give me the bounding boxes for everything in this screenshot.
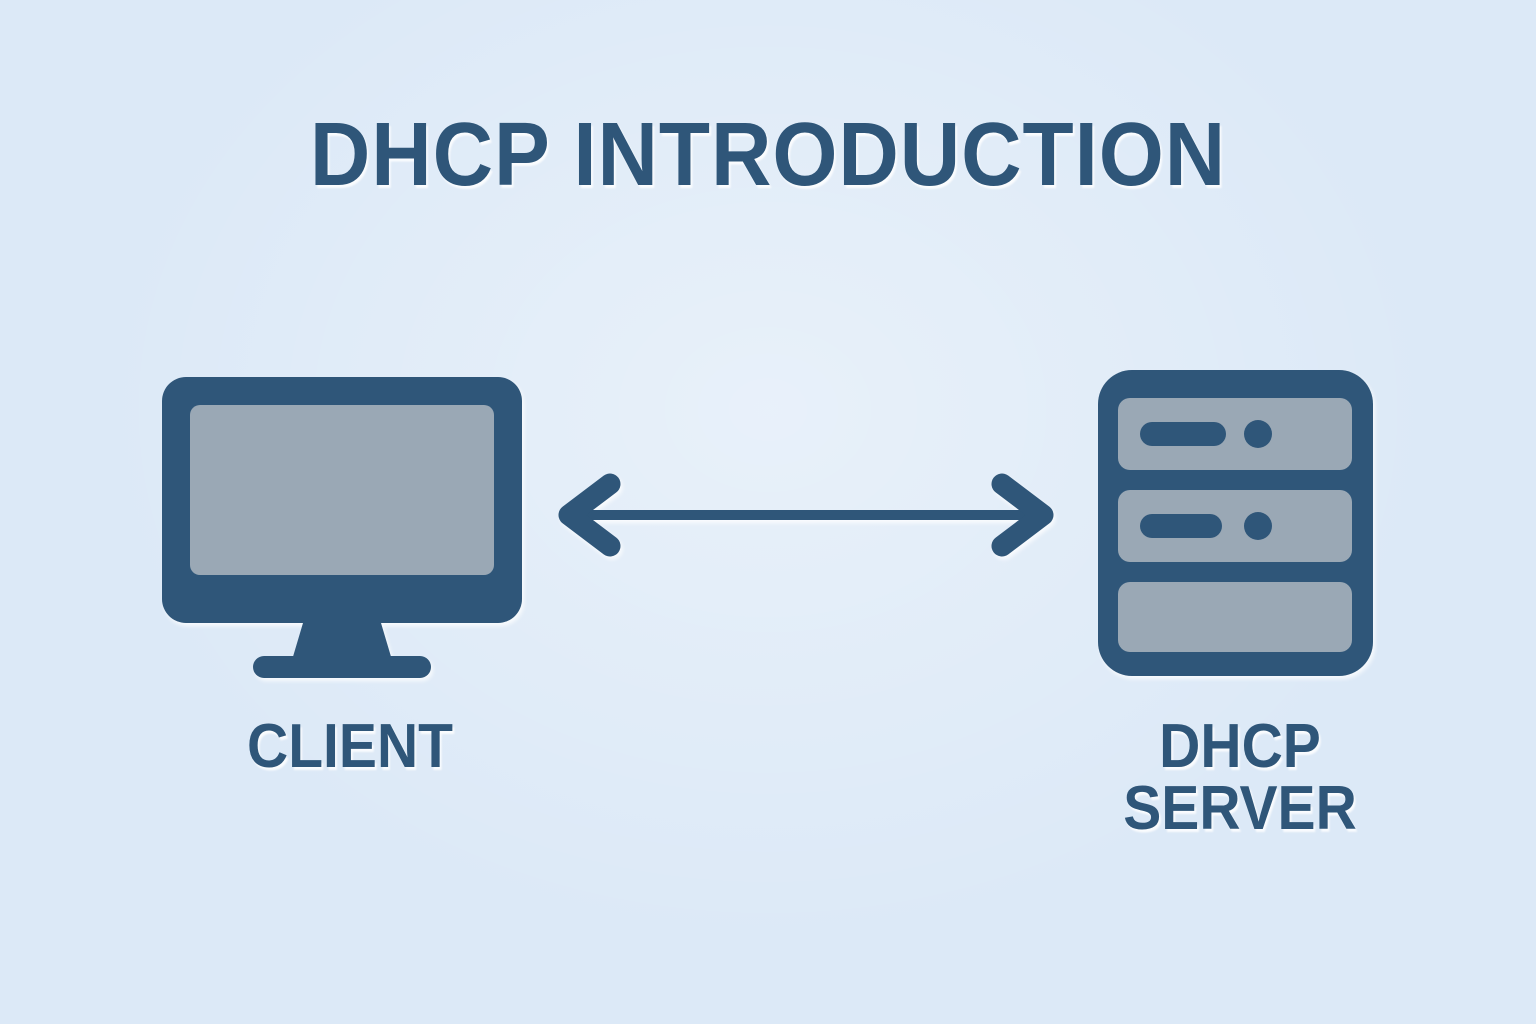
- server-bay-1: [1118, 398, 1352, 470]
- page-title: DHCP INTRODUCTION: [309, 105, 1227, 205]
- dhcp-server-label: DHCP SERVER: [1047, 716, 1433, 840]
- arrow-head-left: [558, 473, 621, 557]
- double-headed-arrow-icon: [558, 473, 1054, 557]
- arrow-head-right: [991, 473, 1054, 557]
- client-label: CLIENT: [138, 716, 561, 778]
- dhcp-server-label-line-1: DHCP: [1159, 712, 1321, 781]
- server-bay-3: [1118, 582, 1352, 652]
- client-label-line-1: CLIENT: [247, 712, 453, 781]
- arrow-shaft: [580, 510, 1040, 520]
- server-bay-1-slot: [1140, 422, 1226, 446]
- server-bay-1-led: [1244, 420, 1272, 448]
- server-bay-2-led: [1244, 512, 1272, 540]
- monitor-base: [253, 656, 431, 678]
- server-bay-2-slot: [1140, 514, 1222, 538]
- server-bay-2: [1118, 490, 1352, 562]
- dhcp-server-label-line-2: SERVER: [1123, 774, 1357, 843]
- monitor-screen: [190, 405, 494, 575]
- monitor-stand-neck: [292, 623, 392, 660]
- desktop-monitor-icon: [162, 377, 522, 678]
- server-rack-icon: [1098, 370, 1373, 676]
